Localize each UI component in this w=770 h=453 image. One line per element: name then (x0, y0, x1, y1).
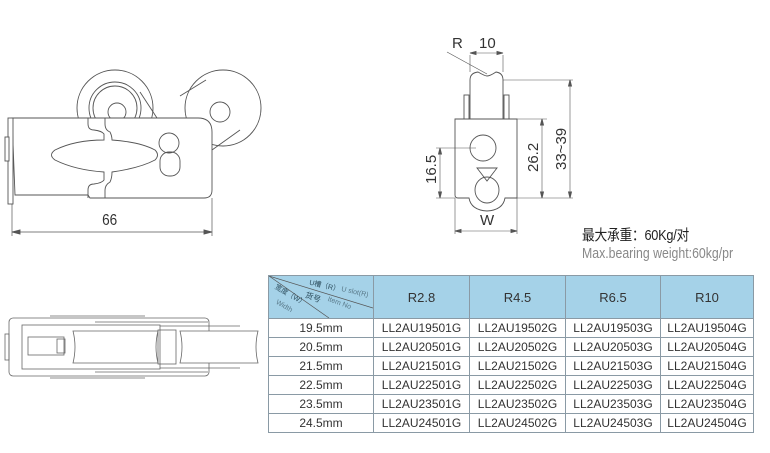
height-body-label: 26.2 (525, 143, 542, 172)
front-body (454, 118, 518, 212)
column-header-r4-5: R4.5 (469, 275, 566, 319)
width-cell: 21.5mm (268, 356, 374, 376)
width-cell: 19.5mm (268, 318, 374, 338)
side-view-drawing (4, 69, 262, 236)
width-cell: 23.5mm (268, 394, 374, 414)
item-cell: LL2AU23504G (660, 394, 754, 414)
height-axle-label: 16.5 (423, 155, 440, 184)
item-cell: LL2AU19501G (373, 318, 470, 338)
width-cell: 24.5mm (268, 413, 374, 433)
table-row: 22.5mm LL2AU22501G LL2AU22502G LL2AU2250… (268, 375, 754, 395)
item-cell: LL2AU24502G (469, 413, 566, 433)
item-cell: LL2AU22502G (469, 375, 566, 395)
item-cell: LL2AU21504G (660, 356, 754, 376)
column-header-r2-8: R2.8 (373, 275, 470, 319)
item-cell: LL2AU24501G (373, 413, 470, 433)
item-cell: LL2AU20501G (373, 337, 470, 357)
top-wheel-left (72, 330, 159, 364)
column-header-r6-5: R6.5 (565, 275, 661, 319)
width-bottom-label: W (480, 212, 495, 229)
max-load-english: Max.bearing weight:60kg/pr (582, 245, 734, 262)
item-cell: LL2AU22501G (373, 375, 470, 395)
item-cell: LL2AU19504G (660, 318, 754, 338)
max-load-chinese: 最大承重：60Kg/对 (582, 227, 690, 244)
corner-header-cell: U槽（R） U slot(R) 货号 Item No 宽度（W） Width (268, 275, 374, 319)
table-row: 21.5mm LL2AU21501G LL2AU21502G LL2AU2150… (268, 356, 754, 376)
item-cell: LL2AU23501G (373, 394, 470, 414)
width-top-label: 10 (479, 35, 496, 52)
height-total-label: 33~39 (553, 128, 570, 170)
width-cell: 22.5mm (268, 375, 374, 395)
right-wheel (184, 69, 262, 147)
item-cell: LL2AU20503G (565, 337, 661, 357)
item-cell: LL2AU22503G (565, 375, 661, 395)
corner-diagonal-lines (269, 276, 373, 318)
table-row: 20.5mm LL2AU20501G LL2AU20502G LL2AU2050… (268, 337, 754, 357)
item-cell: LL2AU24503G (565, 413, 661, 433)
item-cell: LL2AU21502G (469, 356, 566, 376)
radius-leader-line (446, 51, 488, 75)
front-view-drawing (436, 50, 573, 234)
item-number-table: U槽（R） U slot(R) 货号 Item No 宽度（W） Width R… (268, 275, 754, 433)
item-cell: LL2AU23503G (565, 394, 661, 414)
table-row: 24.5mm LL2AU24501G LL2AU24502G LL2AU2450… (268, 413, 754, 433)
item-cell: LL2AU23502G (469, 394, 566, 414)
column-header-r10: R10 (660, 275, 754, 319)
side-body-plate (11, 117, 213, 199)
radius-label: R (452, 35, 463, 52)
item-cell: LL2AU21503G (565, 356, 661, 376)
item-cell: LL2AU24504G (660, 413, 754, 433)
table-row: 23.5mm LL2AU23501G LL2AU23502G LL2AU2350… (268, 394, 754, 414)
item-cell: LL2AU19503G (565, 318, 661, 338)
item-cell: LL2AU22504G (660, 375, 754, 395)
item-cell: LL2AU21501G (373, 356, 470, 376)
table-row: 19.5mm LL2AU19501G LL2AU19502G LL2AU1950… (268, 318, 754, 338)
top-wheel-right (179, 330, 259, 364)
width-cell: 20.5mm (268, 337, 374, 357)
table-header-row: U槽（R） U slot(R) 货号 Item No 宽度（W） Width R… (268, 275, 754, 319)
item-cell: LL2AU20504G (660, 337, 754, 357)
dimension-66-label: 66 (102, 212, 117, 229)
item-cell: LL2AU19502G (469, 318, 566, 338)
top-view-drawing (4, 315, 259, 379)
brand-logo-icon (476, 167, 498, 182)
item-cell: LL2AU20502G (469, 337, 566, 357)
